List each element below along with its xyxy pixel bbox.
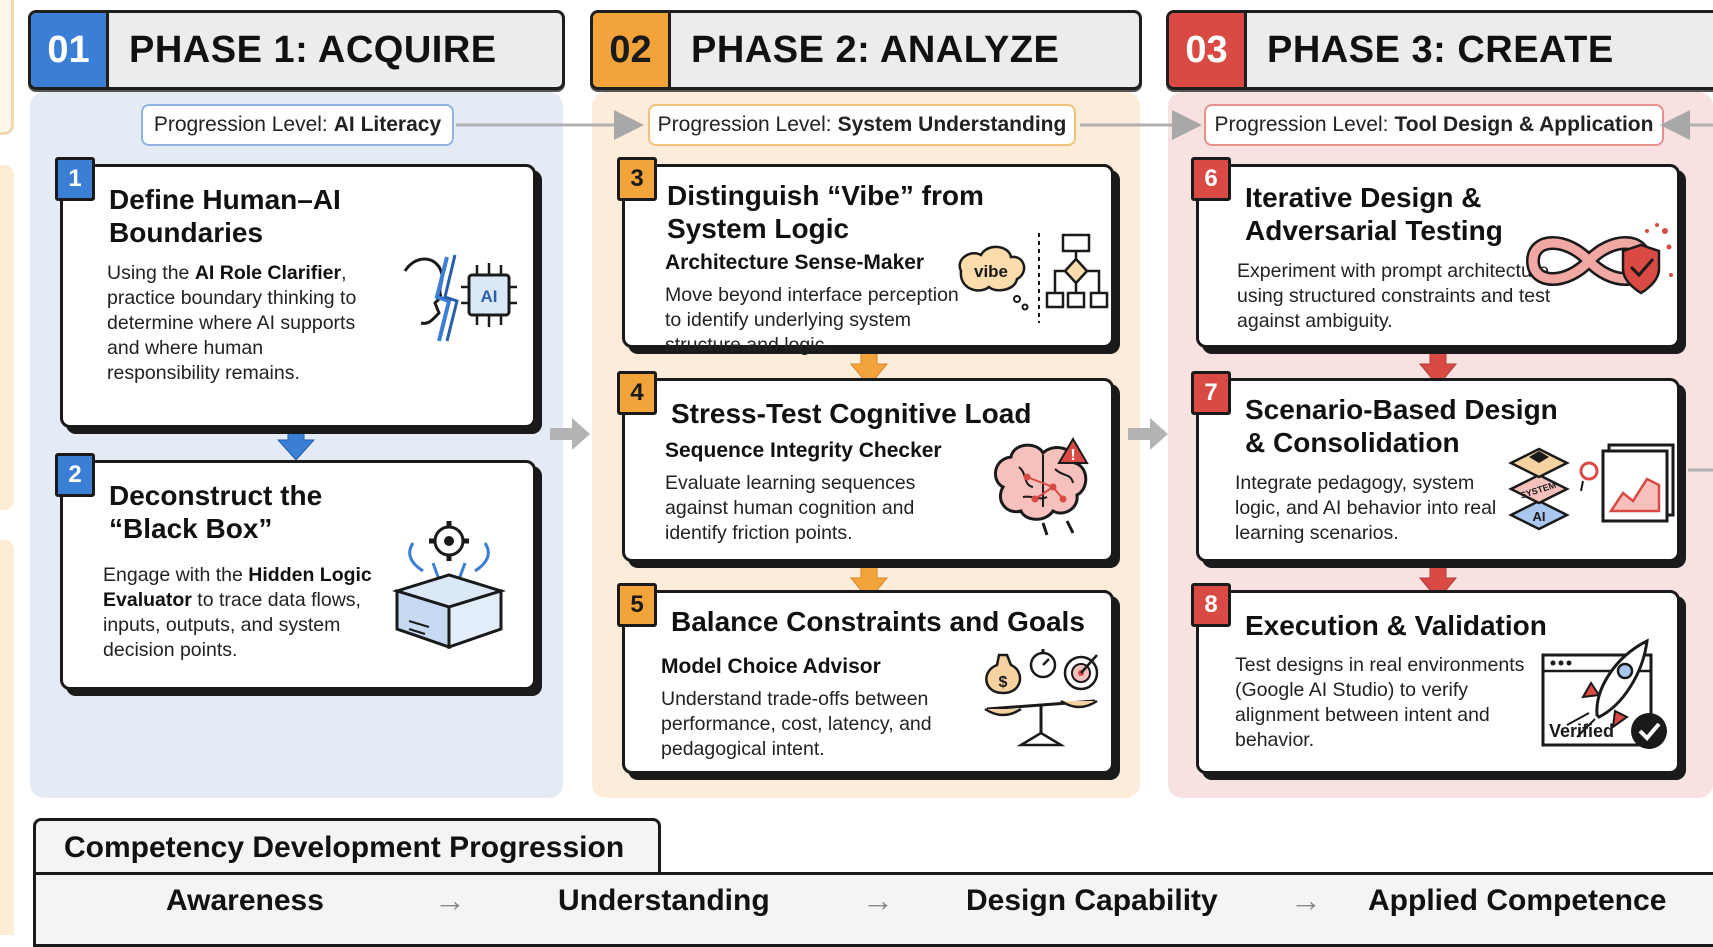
card-6: 6 Iterative Design & Adversarial Testing…: [1191, 157, 1680, 348]
card-title: Distinguish “Vibe” from System Logic: [667, 180, 984, 244]
card-number-badge: 4: [617, 371, 657, 415]
phase1-title: PHASE 1: ACQUIRE: [129, 28, 497, 71]
human-ai-chip-icon: AI: [403, 254, 517, 342]
card-title: Stress-Test Cognitive Load: [671, 398, 1032, 429]
card-body: Test designs in real environments (Googl…: [1235, 654, 1525, 751]
verified-label: Verified: [1549, 721, 1614, 741]
card-body: Integrate pedagogy, system logic, and AI…: [1235, 472, 1497, 544]
phase1-progression-level: Progression Level: AI Literacy: [141, 104, 454, 146]
card-2: 2 Deconstruct the “Black Box” Engage wit…: [55, 453, 536, 690]
card-subtitle: Architecture Sense-Maker: [665, 251, 925, 274]
rocket-verified-icon: Verified: [1541, 638, 1667, 749]
card-number-badge: 7: [1191, 371, 1231, 415]
competency-step-awareness: Awareness: [166, 884, 324, 917]
competency-title: Competency Development Progression: [33, 818, 661, 874]
card-number-badge: 3: [617, 157, 657, 201]
card-8: 8 Execution & Validation Test designs in…: [1191, 583, 1680, 774]
balance-scale-icon: $: [984, 649, 1099, 747]
card-title: Define Human–AI Boundaries: [109, 184, 341, 248]
competency-arrow: →: [1290, 882, 1322, 918]
competency-arrow: →: [862, 882, 894, 918]
competency-step-understanding: Understanding: [558, 884, 770, 917]
phase1-header: 01 PHASE 1: ACQUIRE: [28, 10, 565, 90]
card-4: 4 Stress-Test Cognitive Load Sequence In…: [617, 371, 1114, 562]
competency-step-design-capability: Design Capability: [966, 884, 1218, 917]
gear-box-icon: [391, 521, 507, 650]
svg-text:!: !: [1070, 447, 1075, 464]
card-title: Balance Constraints and Goals: [671, 606, 1085, 637]
layers-chart-icon: AI SYSTEM: [1508, 443, 1675, 531]
card-number-badge: 6: [1191, 157, 1231, 201]
progression-prefix: Progression Level:: [1214, 113, 1389, 136]
edge-panel-bottom: [0, 540, 14, 935]
phase1-number: 01: [31, 13, 109, 87]
card-number-badge: 8: [1191, 583, 1231, 627]
tool-name: Hidden Logic Evaluator: [103, 564, 372, 611]
card-number-badge: 2: [55, 453, 95, 497]
card-subtitle: Sequence Integrity Checker: [665, 439, 942, 462]
infinity-shield-icon: [1525, 223, 1673, 295]
card-title: Deconstruct the “Black Box”: [109, 480, 323, 544]
phase2-title: PHASE 2: ANALYZE: [691, 28, 1060, 71]
tool-name: AI Role Clarifier: [194, 262, 342, 284]
phase3-number: 03: [1169, 13, 1247, 87]
progression-prefix: Progression Level:: [657, 113, 832, 136]
card-body: Experiment with prompt architecture usin…: [1237, 260, 1551, 332]
column-arrow-2: [1128, 418, 1168, 450]
card-5: 5 Balance Constraints and Goals Model Ch…: [617, 583, 1114, 774]
phase2-progression-level: Progression Level: System Understanding: [648, 104, 1076, 146]
card-number-badge: 1: [55, 157, 95, 201]
card-number-badge: 5: [617, 583, 657, 627]
edge-panel-mid: [0, 165, 14, 510]
phase2-number: 02: [593, 13, 671, 87]
vibe-label: vibe: [974, 262, 1008, 281]
card-body: Move beyond interface perception to iden…: [665, 284, 959, 356]
card-1: 1 Define Human–AI Boundaries Using the A…: [55, 157, 536, 428]
card-title: Iterative Design & Adversarial Testing: [1245, 182, 1503, 246]
svg-text:AI: AI: [481, 287, 498, 306]
card-body: Engage with the Hidden Logic Evaluator t…: [103, 564, 372, 661]
competency-arrow: →: [434, 882, 466, 918]
progression-value: System Understanding: [837, 113, 1067, 136]
progression-prefix: Progression Level:: [153, 113, 328, 136]
svg-text:$: $: [999, 674, 1008, 691]
card-3: 3 Distinguish “Vibe” from System Logic A…: [617, 157, 1114, 356]
column-arrow-1: [550, 418, 590, 450]
card-7: 7 Scenario-Based Design & Consolidation …: [1191, 371, 1680, 562]
vibe-flowchart-icon: vibe: [958, 233, 1109, 323]
card-body: Evaluate learning sequences against huma…: [665, 472, 916, 544]
phase2-header: 02 PHASE 2: ANALYZE: [590, 10, 1142, 90]
card-title: Execution & Validation: [1245, 610, 1547, 641]
progression-value: Tool Design & Application: [1394, 113, 1654, 136]
competency-step-applied-competence: Applied Competence: [1368, 884, 1667, 917]
phase3-title: PHASE 3: CREATE: [1267, 28, 1614, 71]
phase3-header: 03 PHASE 3: CREATE: [1166, 10, 1713, 90]
card-title: Scenario-Based Design & Consolidation: [1245, 394, 1558, 458]
card-subtitle: Model Choice Advisor: [661, 655, 881, 678]
brain-warning-icon: !: [994, 437, 1089, 536]
card-body: Using the AI Role Clarifier, practice bo…: [107, 262, 357, 384]
layer-label-ai: AI: [1533, 509, 1546, 524]
card-body: Understand trade-offs between performanc…: [661, 688, 932, 760]
edge-panel-top: [0, 0, 14, 135]
phase3-progression-level: Progression Level: Tool Design & Applica…: [1204, 104, 1664, 146]
progression-value: AI Literacy: [333, 113, 442, 136]
